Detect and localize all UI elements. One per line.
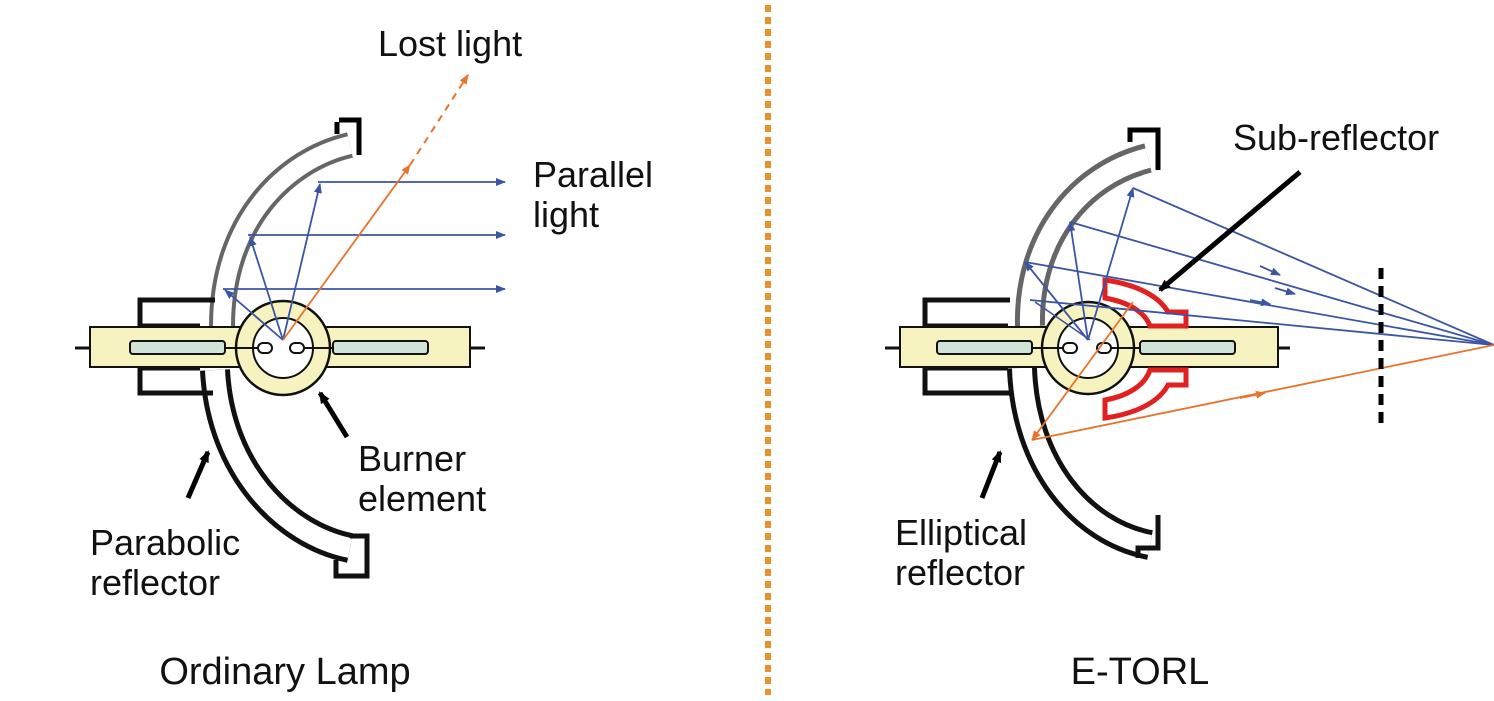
label-parallel-light-2: light [533,194,599,235]
label-burner-element-2: element [358,478,486,519]
parabolic-pointer [185,450,211,499]
label-parabolic-reflector-2: reflector [90,562,220,603]
parallel-light-rays [223,178,506,341]
electrode-right [332,340,429,355]
focused-light-rays [1024,187,1494,346]
caption-ordinary-lamp: Ordinary Lamp [159,651,410,693]
sub-reflected-rays [1031,301,1494,441]
burner-pointer [317,391,350,439]
caption-etorl: E-TORL [1071,651,1210,693]
label-parabolic-reflector-1: Parabolic [90,522,240,563]
lost-light-ray [282,74,469,341]
label-lost-light: Lost light [378,23,522,64]
sub-reflector [1102,277,1189,421]
reflector-neck [137,297,215,329]
electrode-left [129,340,226,355]
label-parallel-light-1: Parallel [533,154,653,195]
label-sub-reflector: Sub-reflector [1233,117,1439,158]
etorl-panel: Sub-reflector Elliptical reflector E-TOR… [885,117,1494,693]
sub-reflector-pointer [1158,170,1302,292]
elliptical-pointer [979,450,1003,499]
label-burner-element-1: Burner [358,438,466,479]
label-elliptical-reflector-2: reflector [895,552,1025,593]
ordinary-lamp-panel: Lost light Parallel light Burner element… [75,23,653,693]
label-elliptical-reflector-1: Elliptical [895,512,1027,553]
